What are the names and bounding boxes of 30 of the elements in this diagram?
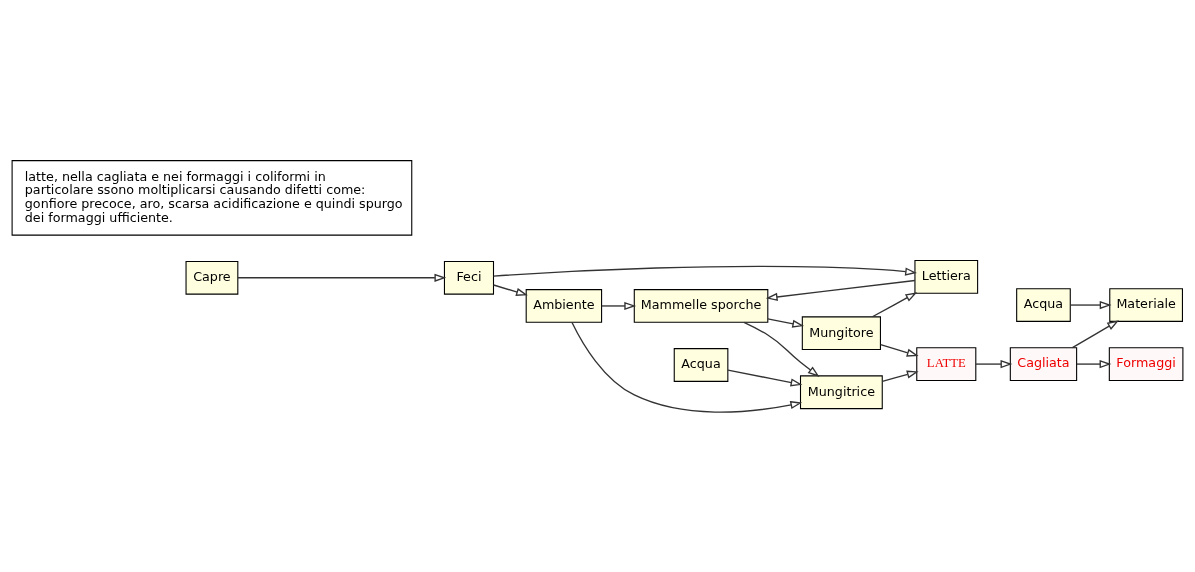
arrow <box>765 279 916 301</box>
arrow <box>880 343 919 357</box>
arrow <box>743 321 820 377</box>
arrow <box>571 321 803 413</box>
arrow <box>492 283 528 296</box>
arrow <box>601 301 637 310</box>
arrow <box>1071 319 1120 348</box>
arrow <box>767 317 805 328</box>
arrow <box>975 359 1013 368</box>
arrow <box>1076 359 1112 368</box>
node-box: latte, nella cagliata e nei formaggi i coliformi in particolare ssono moltiplicarsi causando difetti come: gonfiore precoce, aro, scarsa acidificazione e quindi spurgo dei formaggi ufficiente. <box>11 159 413 236</box>
node-box: Ambiente <box>525 288 603 323</box>
arrow <box>237 273 447 282</box>
node-box: Mungitore <box>801 315 881 350</box>
node-box: Capre <box>185 260 239 295</box>
node-box: Acqua <box>1016 287 1071 322</box>
node-box: LATTE <box>916 346 977 381</box>
node-box: Lettiera <box>914 259 979 294</box>
arrow <box>881 370 919 382</box>
arrow <box>492 265 917 277</box>
arrow <box>727 368 803 387</box>
node-box: Acqua <box>673 347 729 382</box>
node-box: Feci <box>443 260 495 295</box>
arrow <box>871 291 918 317</box>
node-box: Mammelle sporche <box>633 288 769 323</box>
node-box: Cagliata <box>1009 346 1078 381</box>
node-box: Mungitrice <box>799 374 883 409</box>
node-box: Materiale <box>1109 287 1183 322</box>
node-box: Formaggi <box>1108 346 1184 381</box>
arrow <box>1069 300 1112 309</box>
